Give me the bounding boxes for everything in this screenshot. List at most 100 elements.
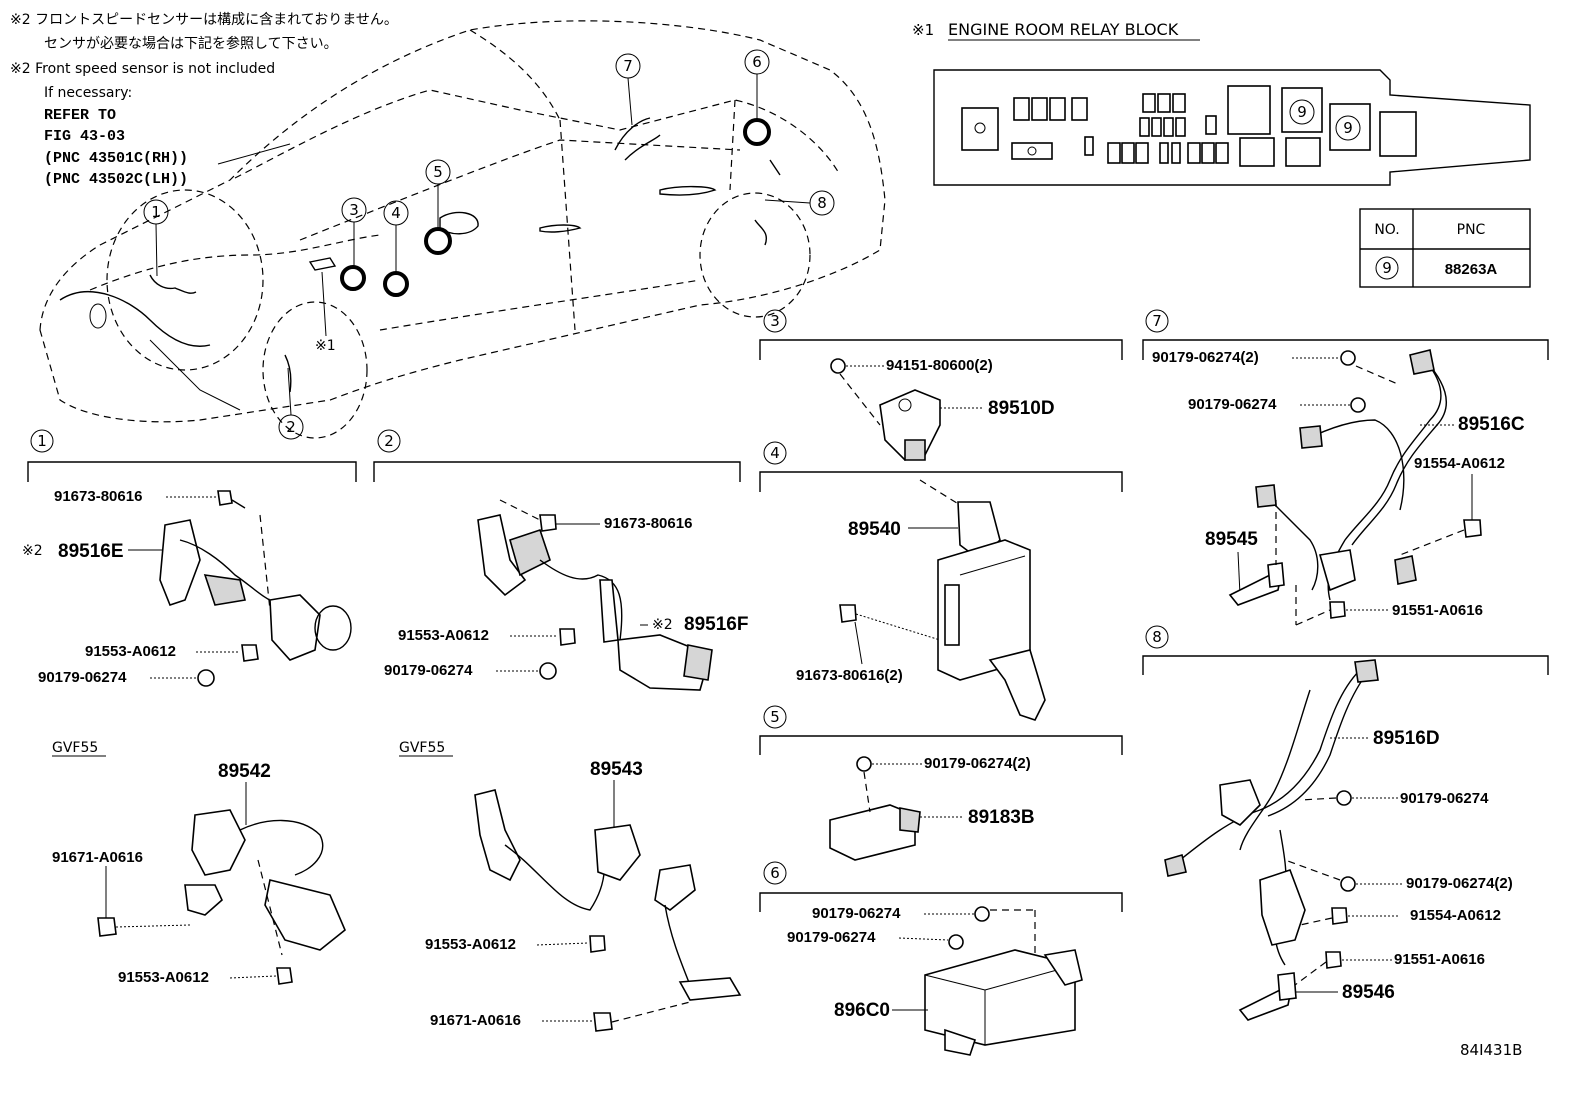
s8-harness-branch: [1239, 689, 1311, 851]
section-7: 7 90179-06274(2) 90179-06274 89516C 9155…: [1142, 309, 1549, 626]
s2-bolt-icon-2: [559, 628, 576, 646]
s1-part-91673: 91673-80616: [54, 488, 142, 505]
relay-slot-a: [1281, 87, 1323, 133]
s7-sensor-body: [1267, 562, 1285, 588]
pnc-table: NO. PNC 9 88263A: [1359, 208, 1531, 288]
s7-wire-loop: [1264, 494, 1319, 591]
s1-89542-bracket: [264, 879, 346, 951]
car-door-line-2: [729, 99, 736, 191]
headlight: [59, 291, 211, 347]
fog-lamp: [89, 303, 107, 329]
location-ring-4: [383, 271, 409, 297]
note-jp-line1: ※2 フロントスピードセンサーは構成に含まれておりません。: [10, 12, 398, 28]
s4-ecu-connector: [944, 584, 960, 646]
callout-1-leader: [155, 223, 158, 277]
relay-block-title: ENGINE ROOM RELAY BLOCK: [948, 20, 1179, 39]
s1-nut-icon: [197, 669, 215, 687]
car-mark-leader: [321, 271, 327, 337]
relay-callout-b: 9: [1343, 119, 1353, 137]
section-4: 4 89540 91673-80616(2): [759, 441, 1123, 721]
callout-7-leader: [627, 77, 633, 126]
s8-bolt-icon-2: [1325, 951, 1342, 969]
front-wheel-right: [262, 301, 368, 439]
s5-part-89183B: 89183B: [968, 807, 1035, 828]
s2-89543-wire-2: [664, 904, 691, 986]
car-body-outline: [39, 20, 886, 423]
location-ring-6: [743, 118, 771, 146]
callout-8-leader: [764, 199, 811, 204]
s6-ecu-896C0: [924, 949, 1076, 1046]
s8-part-90179a: 90179-06274: [1400, 790, 1489, 807]
note-en-line5: (PNC 43501C(RH)): [44, 150, 188, 167]
s1-connector: [203, 574, 246, 606]
car-a-pillar: [469, 29, 561, 121]
s1-part-91553: 91553-A0612: [85, 643, 176, 660]
section-3: 3 94151-80600(2) 89510D: [759, 309, 1123, 461]
s6-part-90179b: 90179-06274: [787, 929, 876, 946]
s2-89516F-mark: ※2: [652, 617, 673, 633]
relay-slot-b: [1329, 103, 1371, 151]
callout-7-label: 7: [623, 57, 633, 75]
car-beltline: [299, 139, 741, 241]
front-wheel-left: [106, 189, 264, 371]
s7-nut-icon-2: [1350, 397, 1366, 413]
s7-part-89516C: 89516C: [1458, 414, 1525, 435]
s7-part-89545: 89545: [1205, 529, 1258, 550]
relay-block-mark: ※1: [912, 21, 934, 39]
s8-clip: [1219, 779, 1261, 826]
section-1: 1 91673-80616 ※2 89516E 91553-A0612 9017…: [22, 429, 357, 986]
s1-wire-loop: [314, 605, 352, 651]
s1-89542-sensor: [191, 809, 246, 876]
s2-89543-head: [678, 977, 742, 1001]
s8-part-89546: 89546: [1342, 982, 1395, 1003]
s6-nut-icon-2: [948, 934, 964, 950]
note-en-line3: REFER TO: [44, 107, 116, 124]
section-5-number: 5: [770, 708, 780, 726]
note-leader: [217, 143, 291, 165]
section-1-bracket: [27, 461, 357, 482]
rear-sensor-wire: [754, 159, 781, 246]
s6-mount-tab: [1043, 949, 1083, 986]
section-6-bracket: [759, 892, 1123, 912]
callout-5-label: 5: [433, 163, 443, 181]
relay-callout-a: 9: [1297, 103, 1307, 121]
s2-89543-mount: [654, 864, 696, 911]
s2-part-91553: 91553-A0612: [398, 627, 489, 644]
s7-connector-4: [1394, 555, 1417, 585]
s8-connector-1: [1354, 659, 1379, 683]
s4-part-91673: 91673-80616(2): [796, 667, 903, 684]
section-7-number: 7: [1152, 312, 1162, 330]
car-callouts: 1 2 3 4 5 6 7 8: [143, 49, 835, 440]
s1-sensor-wire: [179, 539, 281, 606]
section-5: 5 90179-06274(2) 89183B: [759, 705, 1123, 861]
s8-harness-main: [1179, 669, 1361, 861]
front-door-handle: [539, 224, 582, 233]
s7-connector-1: [1299, 425, 1323, 449]
section-6-number: 6: [770, 864, 780, 882]
section-7-bracket: [1142, 339, 1549, 360]
s6-part-896C0: 896C0: [834, 1000, 890, 1021]
s4-lower-bracket: [988, 649, 1046, 721]
relay-fuse-row-2: [1011, 136, 1321, 167]
s7-part-91551: 91551-A0616: [1392, 602, 1483, 619]
car-windshield: [234, 89, 841, 179]
car-illustration: ※1: [39, 20, 886, 439]
s1-gvf: GVF55: [52, 740, 98, 756]
relay-block: ※1 ENGINE ROOM RELAY BLOCK 9: [912, 20, 1531, 186]
s1-bolt-icon-4: [276, 967, 293, 985]
figure-code: 84I431B: [1460, 1041, 1522, 1059]
s1-part-91671: 91671-A0616: [52, 849, 143, 866]
s4-bolt-icon: [839, 604, 857, 623]
note-en-line1: ※2 Front speed sensor is not included: [10, 61, 275, 77]
s1-89516E-mark: ※2: [22, 543, 43, 559]
s2-part-91671: 91671-A0616: [430, 1012, 521, 1029]
relay-fuse-big: [961, 107, 999, 151]
s4-part-89540: 89540: [848, 519, 901, 540]
relay-callout-a-circle: [1289, 99, 1315, 125]
s7-bolt-icon-1: [1463, 519, 1482, 538]
pnc-table-border: [1359, 208, 1531, 288]
s1-part-89542: 89542: [218, 761, 271, 782]
s5-part-90179: 90179-06274(2): [924, 755, 1031, 772]
relay-block-position: [308, 257, 337, 271]
